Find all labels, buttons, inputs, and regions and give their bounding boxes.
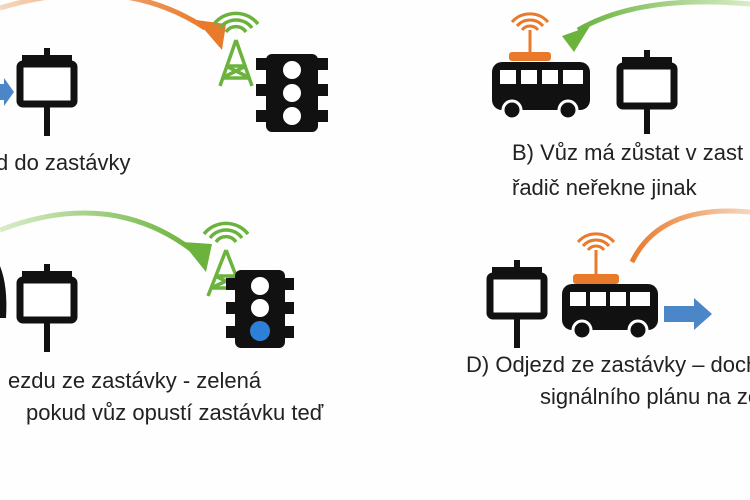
arrow-right-icon [664, 298, 712, 330]
stop-sign-icon [16, 264, 78, 352]
stop-sign-icon [16, 48, 78, 136]
traffic-light-icon [226, 270, 294, 348]
stop-sign-icon [616, 50, 678, 134]
caption-a: d do zastávky [0, 150, 131, 175]
caption-c-line2: pokud vůz opustí zastávku teď [26, 400, 324, 425]
caption-d-line2: signálního plánu na zel [540, 384, 750, 409]
arrow-right-icon [0, 78, 14, 106]
bus-icon [562, 284, 658, 341]
caption-d-line1: D) Odjezd ze zastávky – docha [466, 352, 750, 377]
orange-curved-arrow [629, 208, 750, 264]
antenna-icon [509, 12, 551, 61]
panel-c: ezdu ze zastávky - zelená pokud vůz opus… [0, 210, 324, 425]
stop-sign-icon [486, 260, 548, 348]
orange-curved-arrow [0, 0, 226, 50]
traffic-light-icon [256, 54, 328, 132]
bus-icon [492, 62, 590, 121]
green-curved-arrow [0, 210, 212, 272]
caption-b-line1: B) Vůz má zůstat v zast [512, 140, 743, 165]
caption-c-line1: ezdu ze zastávky - zelená [8, 368, 262, 393]
panel-d: D) Odjezd ze zastávky – docha signálního… [466, 208, 750, 409]
caption-b-line2: řadič neřekne jinak [512, 175, 698, 200]
green-curved-arrow [562, 0, 750, 52]
antenna-icon [573, 232, 619, 284]
antenna-icon [212, 11, 260, 87]
panel-a: d do zastávky [0, 0, 328, 175]
bus-icon [0, 266, 7, 318]
panel-b: B) Vůz má zůstat v zast řadič neřekne ji… [492, 0, 750, 200]
